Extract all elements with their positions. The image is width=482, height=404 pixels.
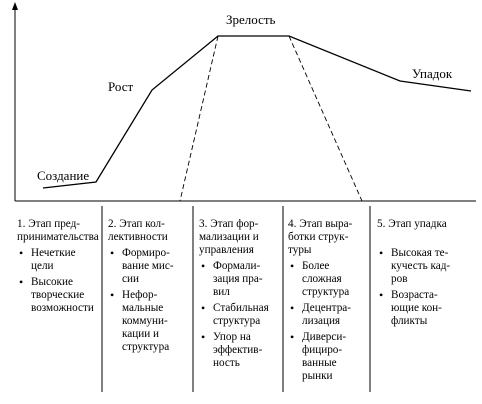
stage-column-2: 2. Этап кол- лективности Формиро-вание м… (108, 218, 192, 357)
stage-column-1: 1. Этап пред- принимательства Нечеткиеце… (17, 218, 101, 318)
list-item: Формали-зация пра-вил (199, 260, 283, 299)
list-item: Возраста-ющие кон-фликты (377, 289, 479, 328)
list-item: Формиро-вание мис-сии (108, 247, 192, 286)
list-item: Децентра-лизация (288, 302, 370, 328)
stage-title: 5. Этап упадка (377, 218, 447, 230)
label-maturity: Зрелость (226, 12, 276, 27)
dashed-boundary-left (179, 35, 219, 202)
stage-list: Высокая те-кучесть кад-ров Возраста-ющие… (377, 247, 479, 328)
label-creation: Создание (37, 168, 89, 183)
stage-column-3: 3. Этап фор- мализации и управления Форм… (199, 218, 283, 373)
dashed-boundary-right (288, 35, 363, 202)
stage-title: 3. Этап фор- мализации и управления (199, 218, 259, 256)
y-axis-arrowhead (12, 2, 18, 10)
stage-column-4: 4. Этап выра- ботки струк- туры Болеесло… (288, 218, 370, 386)
life-cycle-curve (42, 35, 472, 189)
stage-title: 2. Этап кол- лективности (108, 218, 168, 243)
label-decline: Упадок (412, 66, 453, 81)
stage-column-5: 5. Этап упадка Высокая те-кучесть кад-ро… (377, 218, 479, 331)
stage-title: 4. Этап выра- ботки струк- туры (288, 218, 353, 256)
stage-list: Формали-зация пра-вил Стабильнаяструктур… (199, 260, 283, 370)
label-growth: Рост (108, 79, 134, 94)
list-item: Высокая те-кучесть кад-ров (377, 247, 479, 286)
stage-title: 1. Этап пред- принимательства (17, 218, 99, 243)
stage-list: Формиро-вание мис-сии Нефор-мальныекомму… (108, 247, 192, 354)
